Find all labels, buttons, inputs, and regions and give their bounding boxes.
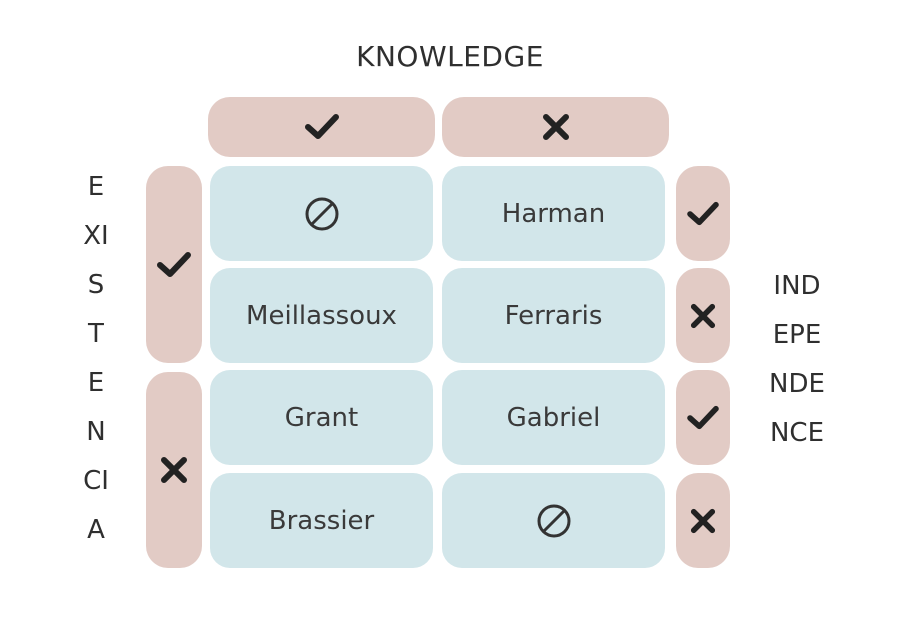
independence-label: IND EPE NDE NCE [752,262,842,458]
philosopher-name: Brassier [268,505,375,536]
left-group-exists [146,166,202,363]
right-mark-3 [676,370,730,465]
cross-icon [542,114,569,140]
cell-r4-c2 [442,473,665,568]
cell-r4-c1: Brassier [210,473,433,568]
check-icon [157,251,191,277]
existencia-letter: N [86,417,106,447]
right-mark-1 [676,166,730,261]
existencia-letter: T [88,319,104,349]
header-known [208,97,435,157]
check-icon [687,201,719,225]
independence-fragment: EPE [772,320,822,350]
cross-icon [161,457,187,483]
independence-fragment: NCE [769,418,825,448]
existencia-letter: XI [83,221,109,251]
independence-fragment: IND [773,271,821,301]
existencia-letter: E [87,172,105,202]
existencia-letter: CI [83,466,109,496]
right-mark-4 [676,473,730,568]
existencia-letter: S [87,270,105,300]
empty-set-icon [537,504,570,537]
cell-r1-c2: Harman [442,166,665,261]
philosopher-name: Meillassoux [246,300,397,331]
empty-set-icon [305,197,338,230]
left-group-not-exists [146,372,202,568]
check-icon [304,114,339,139]
existencia-letter: E [87,368,105,398]
check-icon [687,405,719,429]
philosopher-name: Ferraris [504,300,603,331]
philosopher-name: Grant [284,402,359,433]
cell-r2-c1: Meillassoux [210,268,433,363]
cell-r1-c1 [210,166,433,261]
independence-fragment: NDE [769,369,825,399]
philosopher-name: Harman [501,198,606,229]
knowledge-title: KNOWLEDGE [356,40,544,73]
cell-r3-c1: Grant [210,370,433,465]
philosopher-name: Gabriel [506,402,601,433]
cross-icon [690,303,716,328]
header-not-known [442,97,669,157]
cell-r3-c2: Gabriel [442,370,665,465]
existencia-label: E XI S T E N CI A [70,163,122,555]
right-mark-2 [676,268,730,363]
existencia-letter: A [87,515,105,545]
cell-r2-c2: Ferraris [442,268,665,363]
cross-icon [690,508,716,533]
